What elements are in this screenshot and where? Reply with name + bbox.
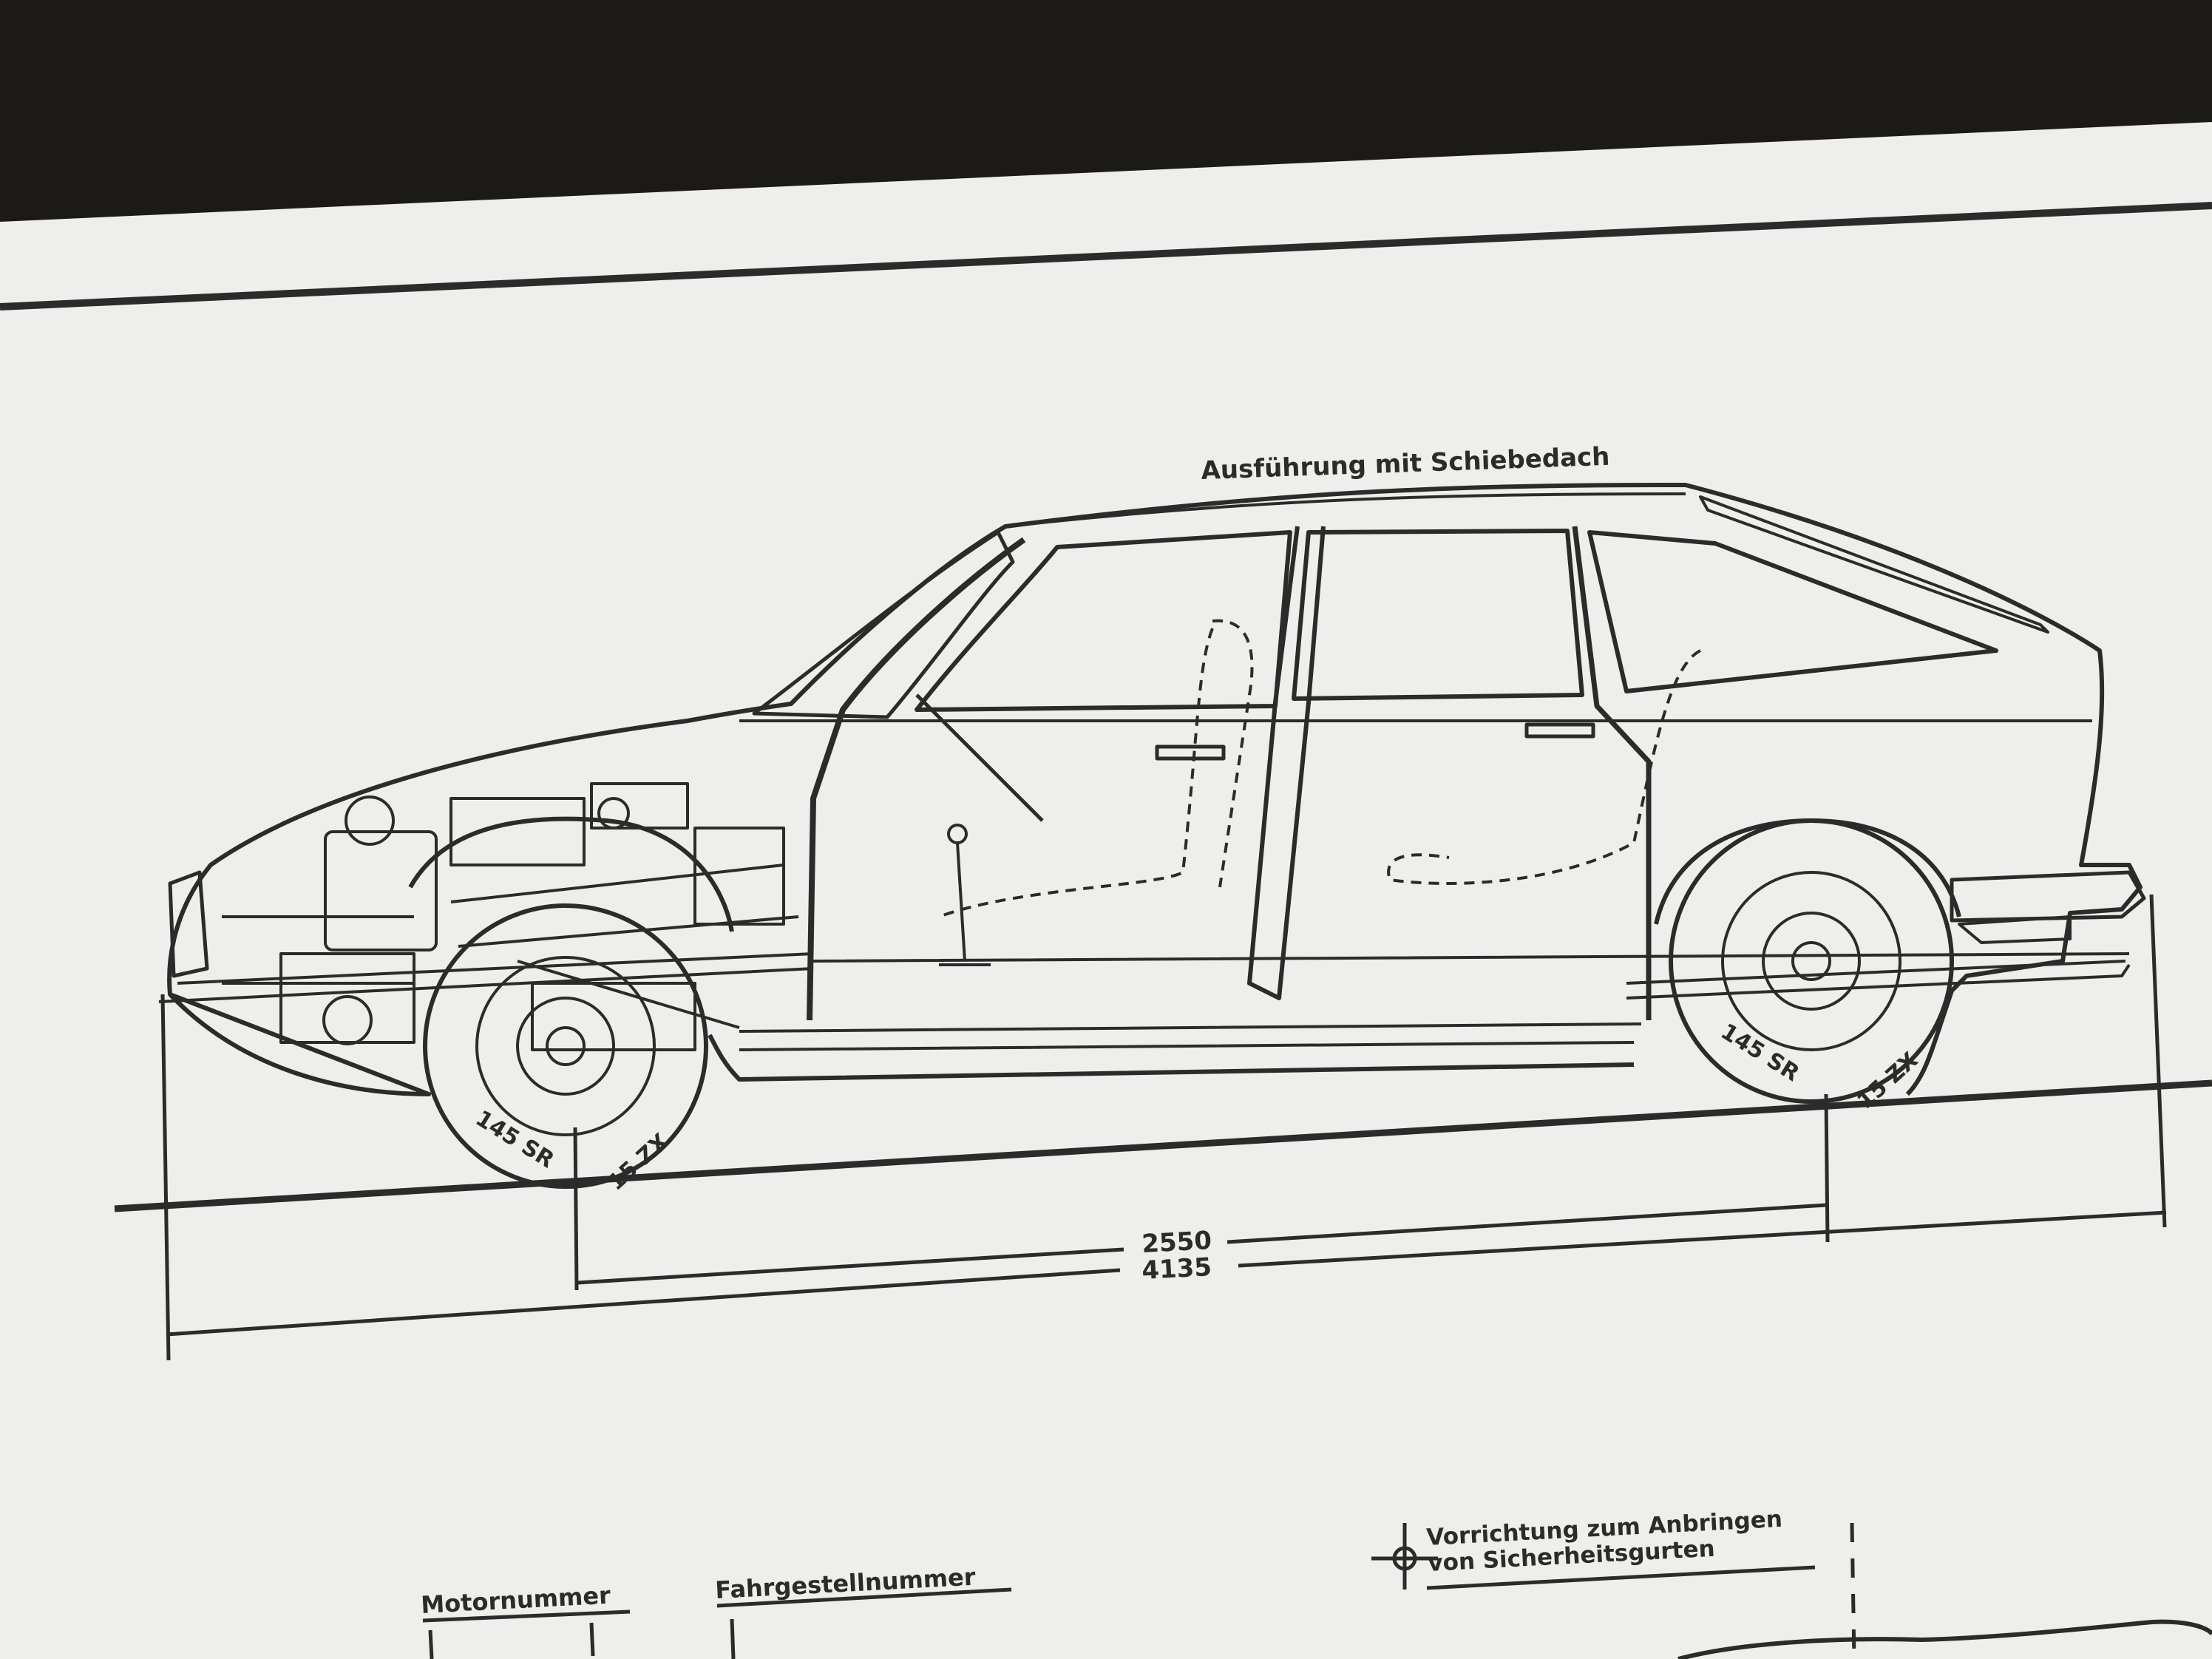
chassis-frame [158,952,2130,1003]
rear-overhang-extension [2149,894,2167,1228]
steering-column [915,693,1044,822]
rear-door-handle [1524,722,1595,739]
rear-side-window [1292,529,1584,701]
seatbelt-anchor-symbol [1371,1523,1438,1590]
dimension-lines [160,894,2167,1361]
rear-light [1958,915,2072,944]
wheelbase-dim-line [577,1203,1827,1285]
front-wheel [408,816,734,1189]
rear-bumper [1950,870,2146,923]
right-dashed-guide [1850,1522,1856,1659]
a-pillar [807,537,1026,1021]
ground-line [114,1079,2212,1212]
rear-axle-extension [1824,1093,1830,1243]
front-side-window [915,530,1292,712]
overall-length-dimension-value: 4135 [1141,1252,1212,1286]
length-dim-line-lower-left [166,1268,1121,1337]
front-bumper [168,870,209,978]
b-pillar [1247,526,1326,1000]
car-body-outline [167,482,2143,1096]
seatbelt-note-underline [1426,1565,1816,1590]
rear-wheel [1654,818,1961,1104]
rear-seat [1387,649,1701,885]
front-axle-extension [573,1127,579,1291]
windshield [752,530,1015,719]
sill-line [739,1022,1642,1051]
engine-bay [222,782,799,1051]
car-side-view [158,482,2146,1096]
rear-quarter-window [1587,530,1998,693]
front-door-handle [1155,744,1226,761]
front-seat-back [1212,619,1254,888]
front-overhang-extension [160,994,171,1361]
underbody-exhaust [1626,963,2131,1000]
roof-line [1005,492,1686,528]
wheelbase-dimension-value: 2550 [1141,1226,1212,1259]
c-pillar [1572,526,1652,1020]
gear-lever [939,842,991,966]
length-dim-line-upper-right [1238,1210,2167,1268]
top-border-rule [0,202,2212,311]
rear-roof-strip [1699,495,2049,634]
partial-lower-car-outline [1677,1619,2212,1659]
paper-sheet [0,122,2212,1659]
